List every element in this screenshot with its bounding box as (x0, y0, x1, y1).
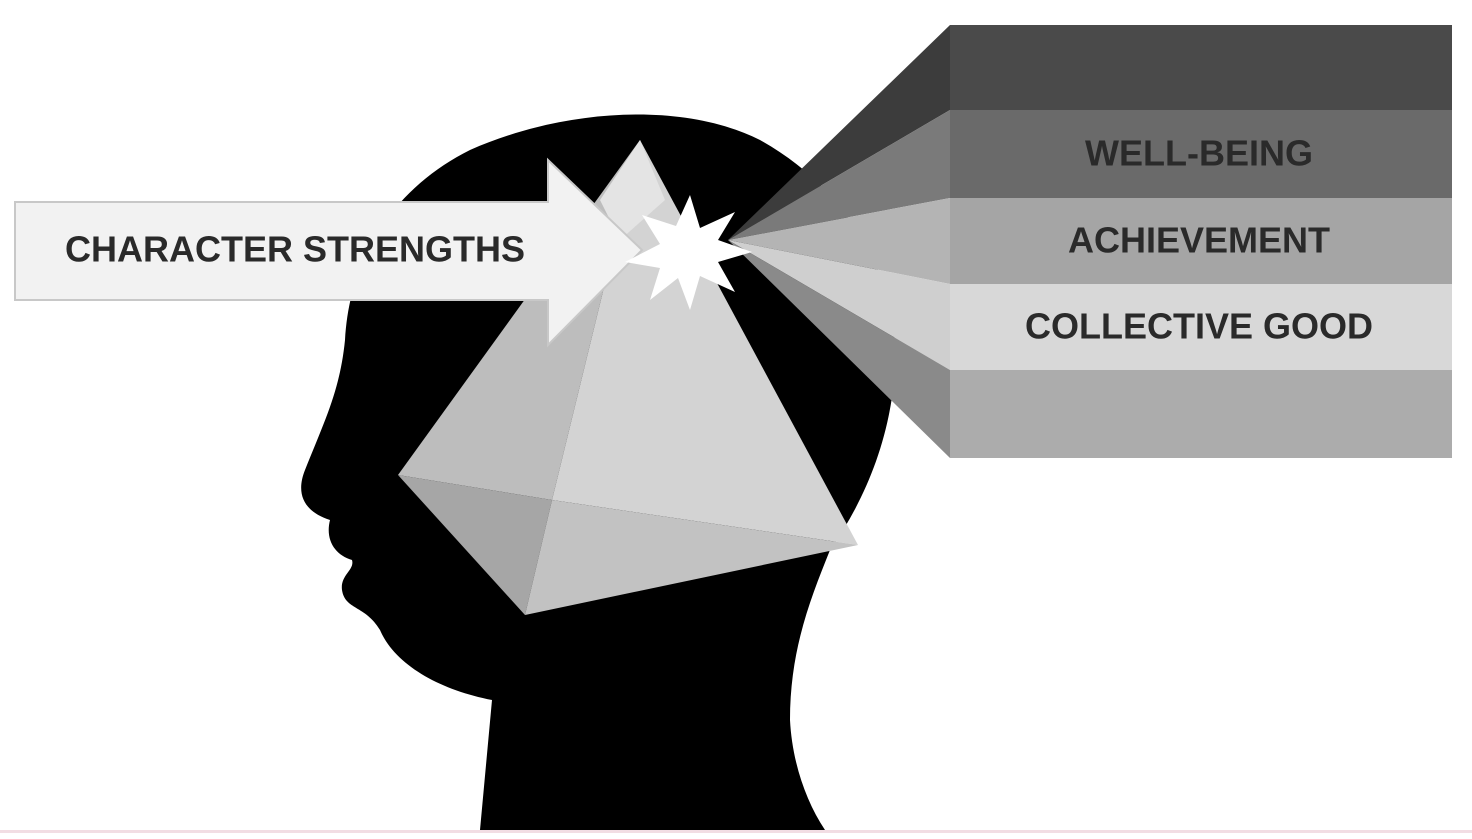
output-band-label-1: WELL-BEING (1085, 133, 1313, 174)
beam-top (728, 25, 950, 240)
prism-face-bottom-left (398, 475, 552, 615)
output-band-0 (950, 25, 1452, 110)
prism-face-bottom-right (525, 500, 858, 615)
input-arrow-label: CHARACTER STRENGTHS (65, 229, 525, 270)
bottom-edge-line (0, 830, 1472, 833)
output-band-4 (950, 370, 1452, 458)
beam-3 (728, 198, 950, 284)
input-arrow (14, 157, 644, 348)
beam-bottom (728, 240, 950, 458)
output-bands: WELL-BEING ACHIEVEMENT COLLECTIVE GOOD (950, 25, 1452, 458)
output-band-3 (950, 284, 1452, 370)
output-band-label-3: COLLECTIVE GOOD (1025, 306, 1373, 347)
light-burst (625, 195, 752, 310)
output-band-2 (950, 198, 1452, 284)
output-band-1 (950, 110, 1452, 198)
output-band-label-2: ACHIEVEMENT (1068, 220, 1330, 261)
prism-top-highlight (600, 140, 665, 240)
beam-2 (728, 110, 950, 240)
